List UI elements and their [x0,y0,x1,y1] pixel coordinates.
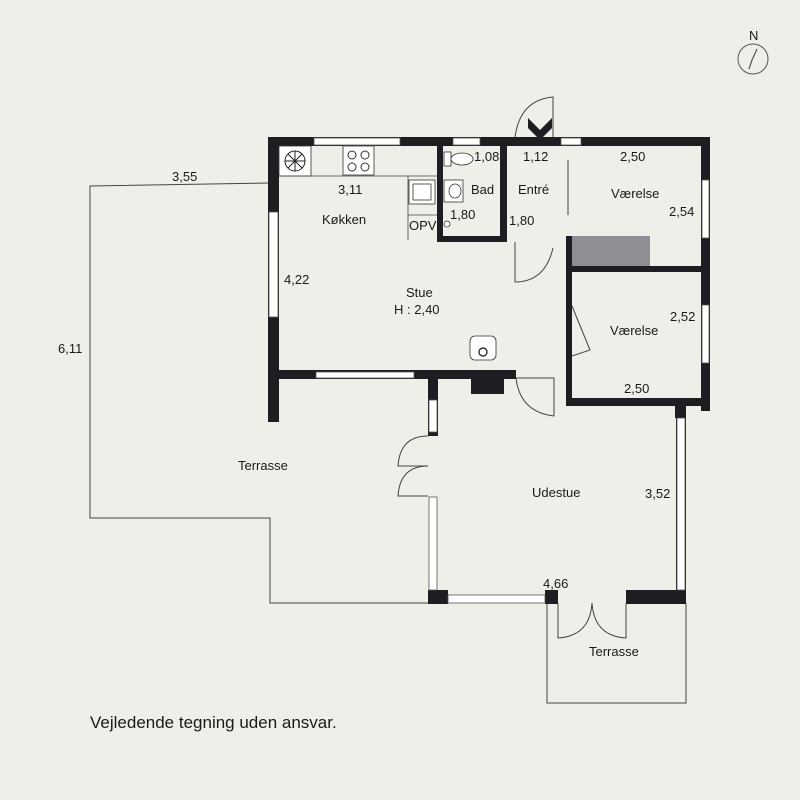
dim-entry-depth: 1,80 [509,213,534,228]
toilet [443,151,452,167]
dim-bedroom1-width: 2,50 [620,149,645,164]
compass-rose-icon [737,43,769,75]
terrace-south-outline [546,603,687,704]
dim-bath-depth: 1,80 [450,207,475,222]
wardrobe [572,236,650,266]
label-entry: Entré [518,182,549,197]
dim-bedroom1-depth: 2,54 [669,204,694,219]
dim-bedroom2-depth: 2,52 [670,309,695,324]
drain-icon [443,220,451,228]
label-terrace-south: Terrasse [589,644,639,659]
dim-entry-width: 1,12 [523,149,548,164]
dim-terrace-west-depth: 6,11 [58,341,82,356]
kitchen-fixtures [278,145,437,240]
dim-sunroom-width: 4,66 [543,576,568,591]
label-living-height: H : 2,40 [394,302,440,317]
label-bedroom-2: Værelse [610,323,658,338]
label-terrace-west: Terrasse [238,458,288,473]
doors [397,96,627,639]
bath-fixtures [443,151,474,228]
label-living: Stue [406,285,433,300]
dim-bath-width: 1,08 [474,149,499,164]
label-bath: Bad [471,182,494,197]
compass-north-label: N [749,28,758,43]
dim-sunroom-depth: 3,52 [645,486,670,501]
fan-icon [284,150,306,172]
label-bedroom-1: Værelse [611,186,659,201]
dim-kitchen-width: 3,11 [338,182,362,197]
windows [268,137,710,604]
terrace-west-outline [89,182,430,604]
dim-bedroom2-width: 2,50 [624,381,649,396]
entrance-arrow-icon [528,118,552,140]
label-utility: OPV [409,218,437,233]
dim-living-depth: 4,22 [284,272,309,287]
disclaimer: Vejledende tegning uden ansvar. [90,713,337,732]
compass: N [737,28,769,75]
walls [268,137,710,604]
wood-stove [469,335,497,361]
dim-terrace-west-width: 3,55 [172,169,197,184]
label-kitchen: Køkken [322,212,366,227]
stove [342,145,375,176]
label-sunroom: Udestue [532,485,580,500]
